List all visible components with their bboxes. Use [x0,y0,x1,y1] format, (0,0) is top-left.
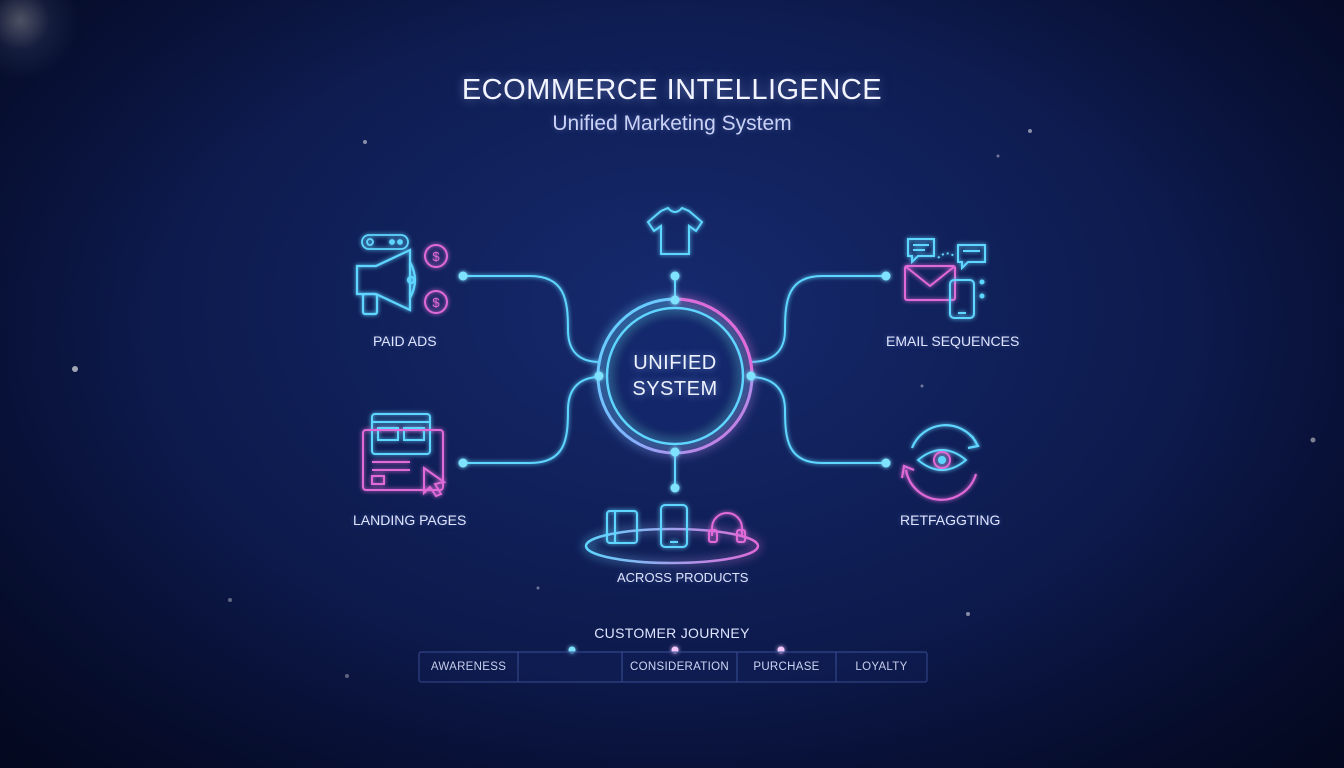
line-email [749,275,886,363]
line-retargeting [749,376,886,464]
stage-empty [518,652,622,682]
retargeting-label: RETFAGGTING [900,512,1001,528]
paid-ads-label: PAID ADS [373,333,437,349]
browser-window-icon [362,413,444,491]
svg-text:$: $ [432,249,440,264]
line-paid-ads [463,275,601,363]
eye-icon [916,449,968,471]
tshirt-icon [646,206,704,255]
stage-consideration: CONSIDERATION [630,661,729,673]
dollar-coin-icon: $ $ [424,244,448,314]
smartphone-product-icon [660,504,688,548]
envelope-icon [904,265,956,301]
hub-ring [596,297,754,455]
email-sequences-label: EMAIL SEQUENCES [886,333,1020,349]
customer-journey-title: CUSTOMER JOURNEY [594,625,750,641]
stage-loyalty: LOYALTY [855,661,908,673]
hub-label-line2: SYSTEM [632,378,718,400]
svg-text:$: $ [432,295,440,310]
headphones-icon [708,512,746,543]
toggle-icon [361,234,409,250]
hub-label-line1: UNIFIED [633,352,717,374]
landing-pages-label: LANDING PAGES [353,512,467,528]
megaphone-icon [355,248,417,316]
chat-bubble-icon [907,238,986,271]
tablet-icon [606,510,638,544]
across-products-label: ACROSS PRODUCTS [617,570,749,585]
cursor-icon [423,466,447,498]
line-landing-pages [463,376,601,464]
stage-purchase: PURCHASE [753,661,820,673]
stage-awareness: AWARENESS [430,661,507,673]
